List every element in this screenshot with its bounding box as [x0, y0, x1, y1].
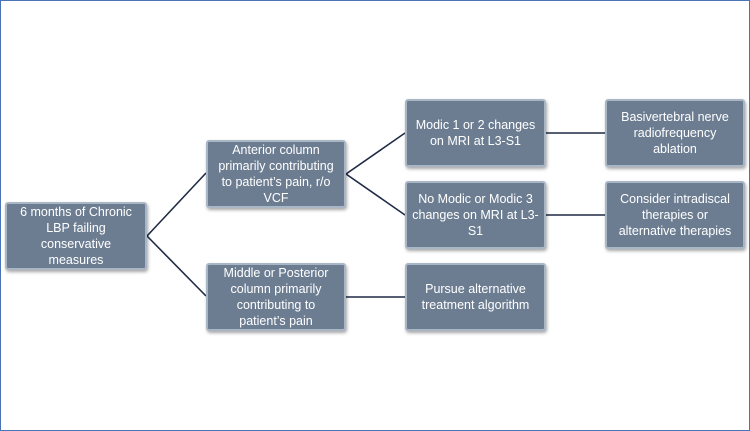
node-intradiscal-therapies: Consider intradiscal therapies or altern… [605, 181, 745, 249]
node-no-modic: No Modic or Modic 3 changes on MRI at L3… [405, 181, 546, 249]
node-posterior-column: Middle or Posterior column primarily con… [206, 263, 346, 331]
node-no-modic-label: No Modic or Modic 3 changes on MRI at L3… [412, 192, 539, 238]
node-chronic-lbp: 6 months of Chronic LBP failing conserva… [5, 202, 147, 270]
node-bvn-ablation-label: Basivertebral nerve radiofrequency ablat… [621, 110, 729, 156]
node-intradiscal-therapies-label: Consider intradiscal therapies or altern… [618, 192, 732, 238]
node-posterior-column-label: Middle or Posterior column primarily con… [223, 266, 329, 328]
node-alternative-algorithm-label: Pursue alternative treatment algorithm [421, 282, 530, 312]
node-modic-1-2: Modic 1 or 2 changes on MRI at L3-S1 [405, 99, 546, 167]
connector-start-anterior [146, 172, 207, 237]
node-modic-1-2-label: Modic 1 or 2 changes on MRI at L3-S1 [415, 118, 536, 148]
node-chronic-lbp-label: 6 months of Chronic LBP failing conserva… [20, 205, 132, 267]
connector-anterior-nomodic [345, 173, 406, 216]
node-bvn-ablation: Basivertebral nerve radiofrequency ablat… [605, 99, 745, 167]
node-anterior-column: Anterior column primarily contributing t… [206, 140, 346, 208]
node-alternative-algorithm: Pursue alternative treatment algorithm [405, 263, 546, 331]
connector-anterior-modic12 [345, 132, 406, 175]
node-anterior-column-label: Anterior column primarily contributing t… [218, 143, 334, 205]
connector-start-posterior [146, 235, 207, 297]
